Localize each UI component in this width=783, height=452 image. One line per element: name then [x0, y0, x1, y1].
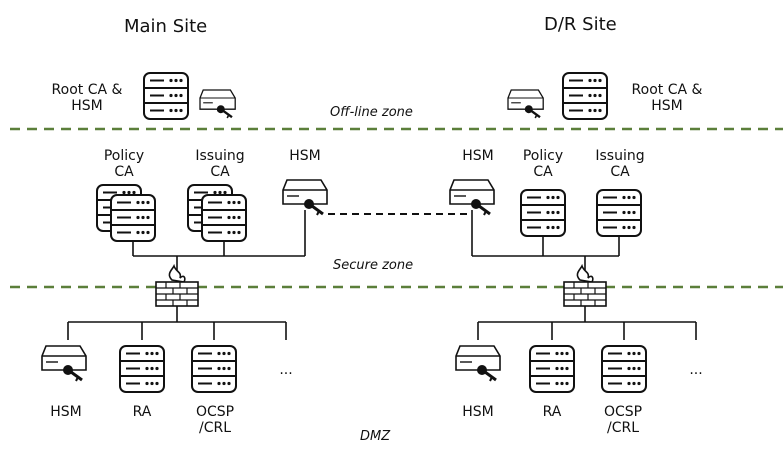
main-site-title: Main Site	[124, 16, 208, 37]
dr-dmz-hsm-icon	[454, 344, 502, 383]
dr-ocsp-label: OCSP /CRL	[603, 404, 643, 436]
main-root-ca-server-icon	[143, 72, 189, 120]
dr-issuing-ca-label: Issuing CA	[595, 148, 645, 180]
main-ocsp-label: OCSP /CRL	[195, 404, 235, 436]
dr-policy-ca-label: Policy CA	[522, 148, 564, 180]
main-ra-server-icon	[119, 345, 165, 393]
dr-firewall-icon	[563, 265, 607, 307]
main-policy-ca-server-icon	[110, 194, 156, 242]
main-root-ca-label: Root CA & HSM	[51, 82, 123, 114]
main-ra-label: RA	[132, 404, 152, 420]
dr-root-hsm-icon	[506, 88, 545, 120]
offline-zone-label: Off-line zone	[330, 105, 413, 120]
dr-dmz-hsm-label: HSM	[462, 404, 494, 420]
main-policy-ca-label: Policy CA	[103, 148, 145, 180]
main-secure-network	[132, 210, 306, 270]
main-dmz-hsm-label: HSM	[50, 404, 82, 420]
main-firewall-icon	[155, 265, 199, 307]
main-root-hsm-icon	[198, 88, 237, 120]
main-more-ellipsis: ...	[279, 362, 293, 378]
main-dmz-network	[67, 306, 287, 340]
dmz-zone-label: DMZ	[360, 429, 391, 444]
dr-policy-ca-server-icon	[520, 189, 566, 237]
dr-more-ellipsis: ...	[689, 362, 703, 378]
main-issuing-ca-label: Issuing CA	[195, 148, 245, 180]
main-secure-hsm-label: HSM	[289, 148, 321, 164]
main-ocsp-server-icon	[191, 345, 237, 393]
dr-dmz-network	[477, 306, 697, 340]
main-secure-hsm-icon	[281, 178, 329, 217]
dr-secure-hsm-label: HSM	[462, 148, 494, 164]
dr-secure-hsm-icon	[448, 178, 496, 217]
main-dmz-hsm-icon	[40, 344, 88, 383]
dr-root-ca-server-icon	[562, 72, 608, 120]
secure-zone-label: Secure zone	[333, 258, 414, 273]
dr-ra-label: RA	[542, 404, 562, 420]
dr-ocsp-server-icon	[601, 345, 647, 393]
main-issuing-ca-server-icon	[201, 194, 247, 242]
dr-root-ca-label: Root CA & HSM	[631, 82, 703, 114]
dr-ra-server-icon	[529, 345, 575, 393]
dr-site-title: D/R Site	[544, 14, 617, 35]
dr-secure-network	[471, 210, 620, 270]
dr-issuing-ca-server-icon	[596, 189, 642, 237]
